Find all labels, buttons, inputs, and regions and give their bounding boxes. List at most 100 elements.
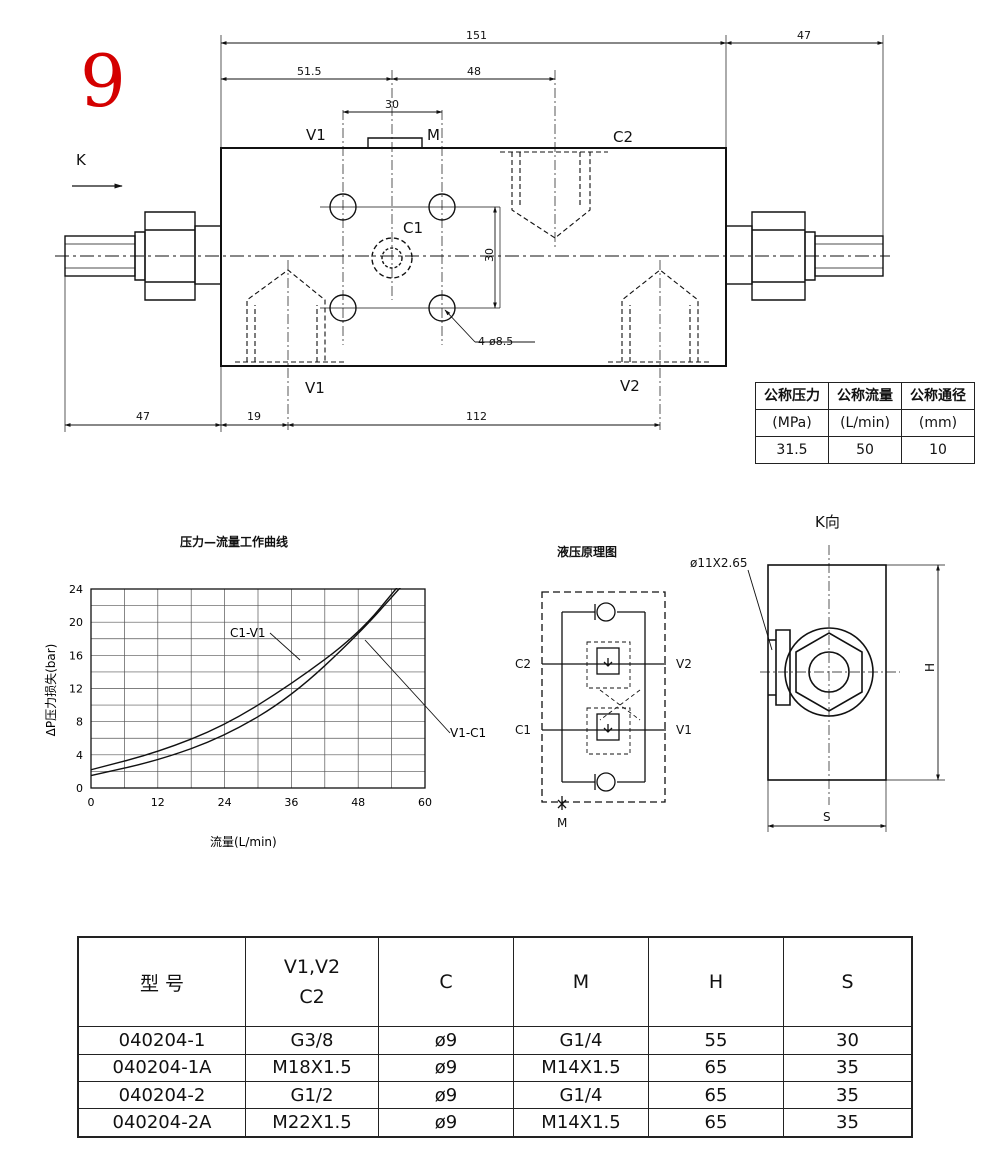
model-cell-h: 55 bbox=[648, 1026, 784, 1055]
model-header-ports: V1,V2 C2 bbox=[245, 936, 379, 1028]
spec-unit-flow: (L/min) bbox=[828, 409, 902, 437]
model-header-c: C bbox=[378, 936, 514, 1028]
circuit-c1-label: C1 bbox=[515, 723, 531, 737]
x-tick-label: 60 bbox=[418, 796, 432, 809]
x-tick-label: 24 bbox=[218, 796, 232, 809]
model-cell-m: M14X1.5 bbox=[513, 1108, 649, 1138]
chart-top-mask bbox=[90, 549, 426, 588]
model-cell-c: ø9 bbox=[378, 1108, 514, 1138]
dim-30-top: 30 bbox=[385, 98, 399, 111]
model-cell-ports: G3/8 bbox=[245, 1026, 379, 1055]
y-tick-label: 0 bbox=[76, 782, 83, 795]
model-cell-type: 040204-2A bbox=[77, 1108, 246, 1138]
k-view bbox=[747, 545, 945, 832]
series-leader-1 bbox=[364, 639, 451, 734]
dim-30-side: 30 bbox=[483, 248, 496, 262]
y-tick-label: 8 bbox=[76, 716, 83, 729]
model-cell-s: 35 bbox=[783, 1081, 913, 1110]
model-cell-type: 040204-1 bbox=[77, 1026, 246, 1055]
model-cell-ports: M22X1.5 bbox=[245, 1108, 379, 1138]
model-cell-c: ø9 bbox=[378, 1081, 514, 1110]
dim-47-bottom: 47 bbox=[136, 410, 150, 423]
spec-header-pressure: 公称压力 bbox=[755, 382, 829, 410]
circuit-labels: C2 V2 C1 V1 M bbox=[515, 657, 692, 830]
model-cell-h: 65 bbox=[648, 1053, 784, 1083]
model-cell-ports: G1/2 bbox=[245, 1081, 379, 1110]
x-tick-label: 0 bbox=[88, 796, 95, 809]
hydraulic-circuit bbox=[541, 591, 666, 810]
hole-callout: 4-ø8.5 bbox=[478, 335, 513, 348]
figure-number: 9 bbox=[80, 39, 126, 123]
model-header-type: 型 号 bbox=[77, 936, 246, 1028]
spec-header-diameter: 公称通径 bbox=[901, 382, 975, 410]
model-cell-type: 040204-2 bbox=[77, 1081, 246, 1110]
h-dim-label: H bbox=[923, 663, 937, 672]
dim-48: 48 bbox=[467, 65, 481, 78]
oring-label: ø11X2.65 bbox=[690, 556, 748, 570]
model-header-h: H bbox=[648, 936, 784, 1028]
top-view bbox=[55, 35, 890, 432]
x-axis-label: 流量(L/min) bbox=[210, 835, 277, 849]
model-cell-s: 30 bbox=[783, 1026, 913, 1055]
y-tick-label: 20 bbox=[69, 616, 83, 629]
series-label-0: C1-V1 bbox=[230, 626, 265, 640]
spec-unit-pressure: (MPa) bbox=[755, 409, 829, 437]
model-cell-ports: M18X1.5 bbox=[245, 1053, 379, 1083]
y-tick-label: 4 bbox=[76, 749, 83, 762]
port-v1-bottom-label: V1 bbox=[305, 379, 325, 397]
spec-header-flow: 公称流量 bbox=[828, 382, 902, 410]
spec-value-diameter: 10 bbox=[901, 436, 975, 464]
model-cell-m: G1/4 bbox=[513, 1081, 649, 1110]
x-tick-label: 48 bbox=[351, 796, 365, 809]
model-cell-h: 65 bbox=[648, 1108, 784, 1138]
dim-112: 112 bbox=[466, 410, 487, 423]
port-m-label: M bbox=[427, 126, 440, 144]
curve-title: 压力—流量工作曲线 bbox=[180, 534, 288, 549]
k-view-title: K向 bbox=[815, 513, 840, 531]
dim-51-5: 51.5 bbox=[297, 65, 322, 78]
model-cell-s: 35 bbox=[783, 1108, 913, 1138]
spec-value-flow: 50 bbox=[828, 436, 902, 464]
port-c2-label: C2 bbox=[613, 128, 633, 146]
model-cell-type: 040204-1A bbox=[77, 1053, 246, 1083]
port-v2-label: V2 bbox=[620, 377, 640, 395]
model-header-s: S bbox=[783, 936, 913, 1028]
circuit-v1-label: V1 bbox=[676, 723, 692, 737]
dim-47-top: 47 bbox=[797, 29, 811, 42]
port-c1-label: C1 bbox=[403, 219, 423, 237]
model-cell-m: G1/4 bbox=[513, 1026, 649, 1055]
s-dim-label: S bbox=[823, 810, 831, 824]
dim-151: 151 bbox=[466, 29, 487, 42]
y-tick-label: 16 bbox=[69, 649, 83, 662]
model-cell-c: ø9 bbox=[378, 1026, 514, 1055]
circuit-v2-label: V2 bbox=[676, 657, 692, 671]
series-label-1: V1-C1 bbox=[450, 726, 486, 740]
y-tick-label: 24 bbox=[69, 583, 83, 596]
circuit-c2-label: C2 bbox=[515, 657, 531, 671]
spec-unit-diameter: (mm) bbox=[901, 409, 975, 437]
model-cell-c: ø9 bbox=[378, 1053, 514, 1083]
top-view-labels: 151 47 51.5 48 30 30 47 19 112 V1 M C2 C… bbox=[76, 29, 811, 423]
model-cell-h: 65 bbox=[648, 1081, 784, 1110]
spec-table: 公称压力 公称流量 公称通径 (MPa) (L/min) (mm) 31.5 5… bbox=[755, 382, 975, 464]
model-cell-s: 35 bbox=[783, 1053, 913, 1083]
model-cell-m: M14X1.5 bbox=[513, 1053, 649, 1083]
series-leader-0 bbox=[269, 632, 301, 661]
y-tick-label: 12 bbox=[69, 683, 83, 696]
circuit-m-label: M bbox=[557, 816, 567, 830]
spec-value-pressure: 31.5 bbox=[755, 436, 829, 464]
x-tick-label: 12 bbox=[151, 796, 165, 809]
dim-19: 19 bbox=[247, 410, 261, 423]
circuit-title: 液压原理图 bbox=[557, 544, 617, 559]
series-line-0 bbox=[90, 584, 404, 777]
plot-frame bbox=[90, 588, 426, 789]
port-v1-top-label: V1 bbox=[306, 126, 326, 144]
model-header-m: M bbox=[513, 936, 649, 1028]
